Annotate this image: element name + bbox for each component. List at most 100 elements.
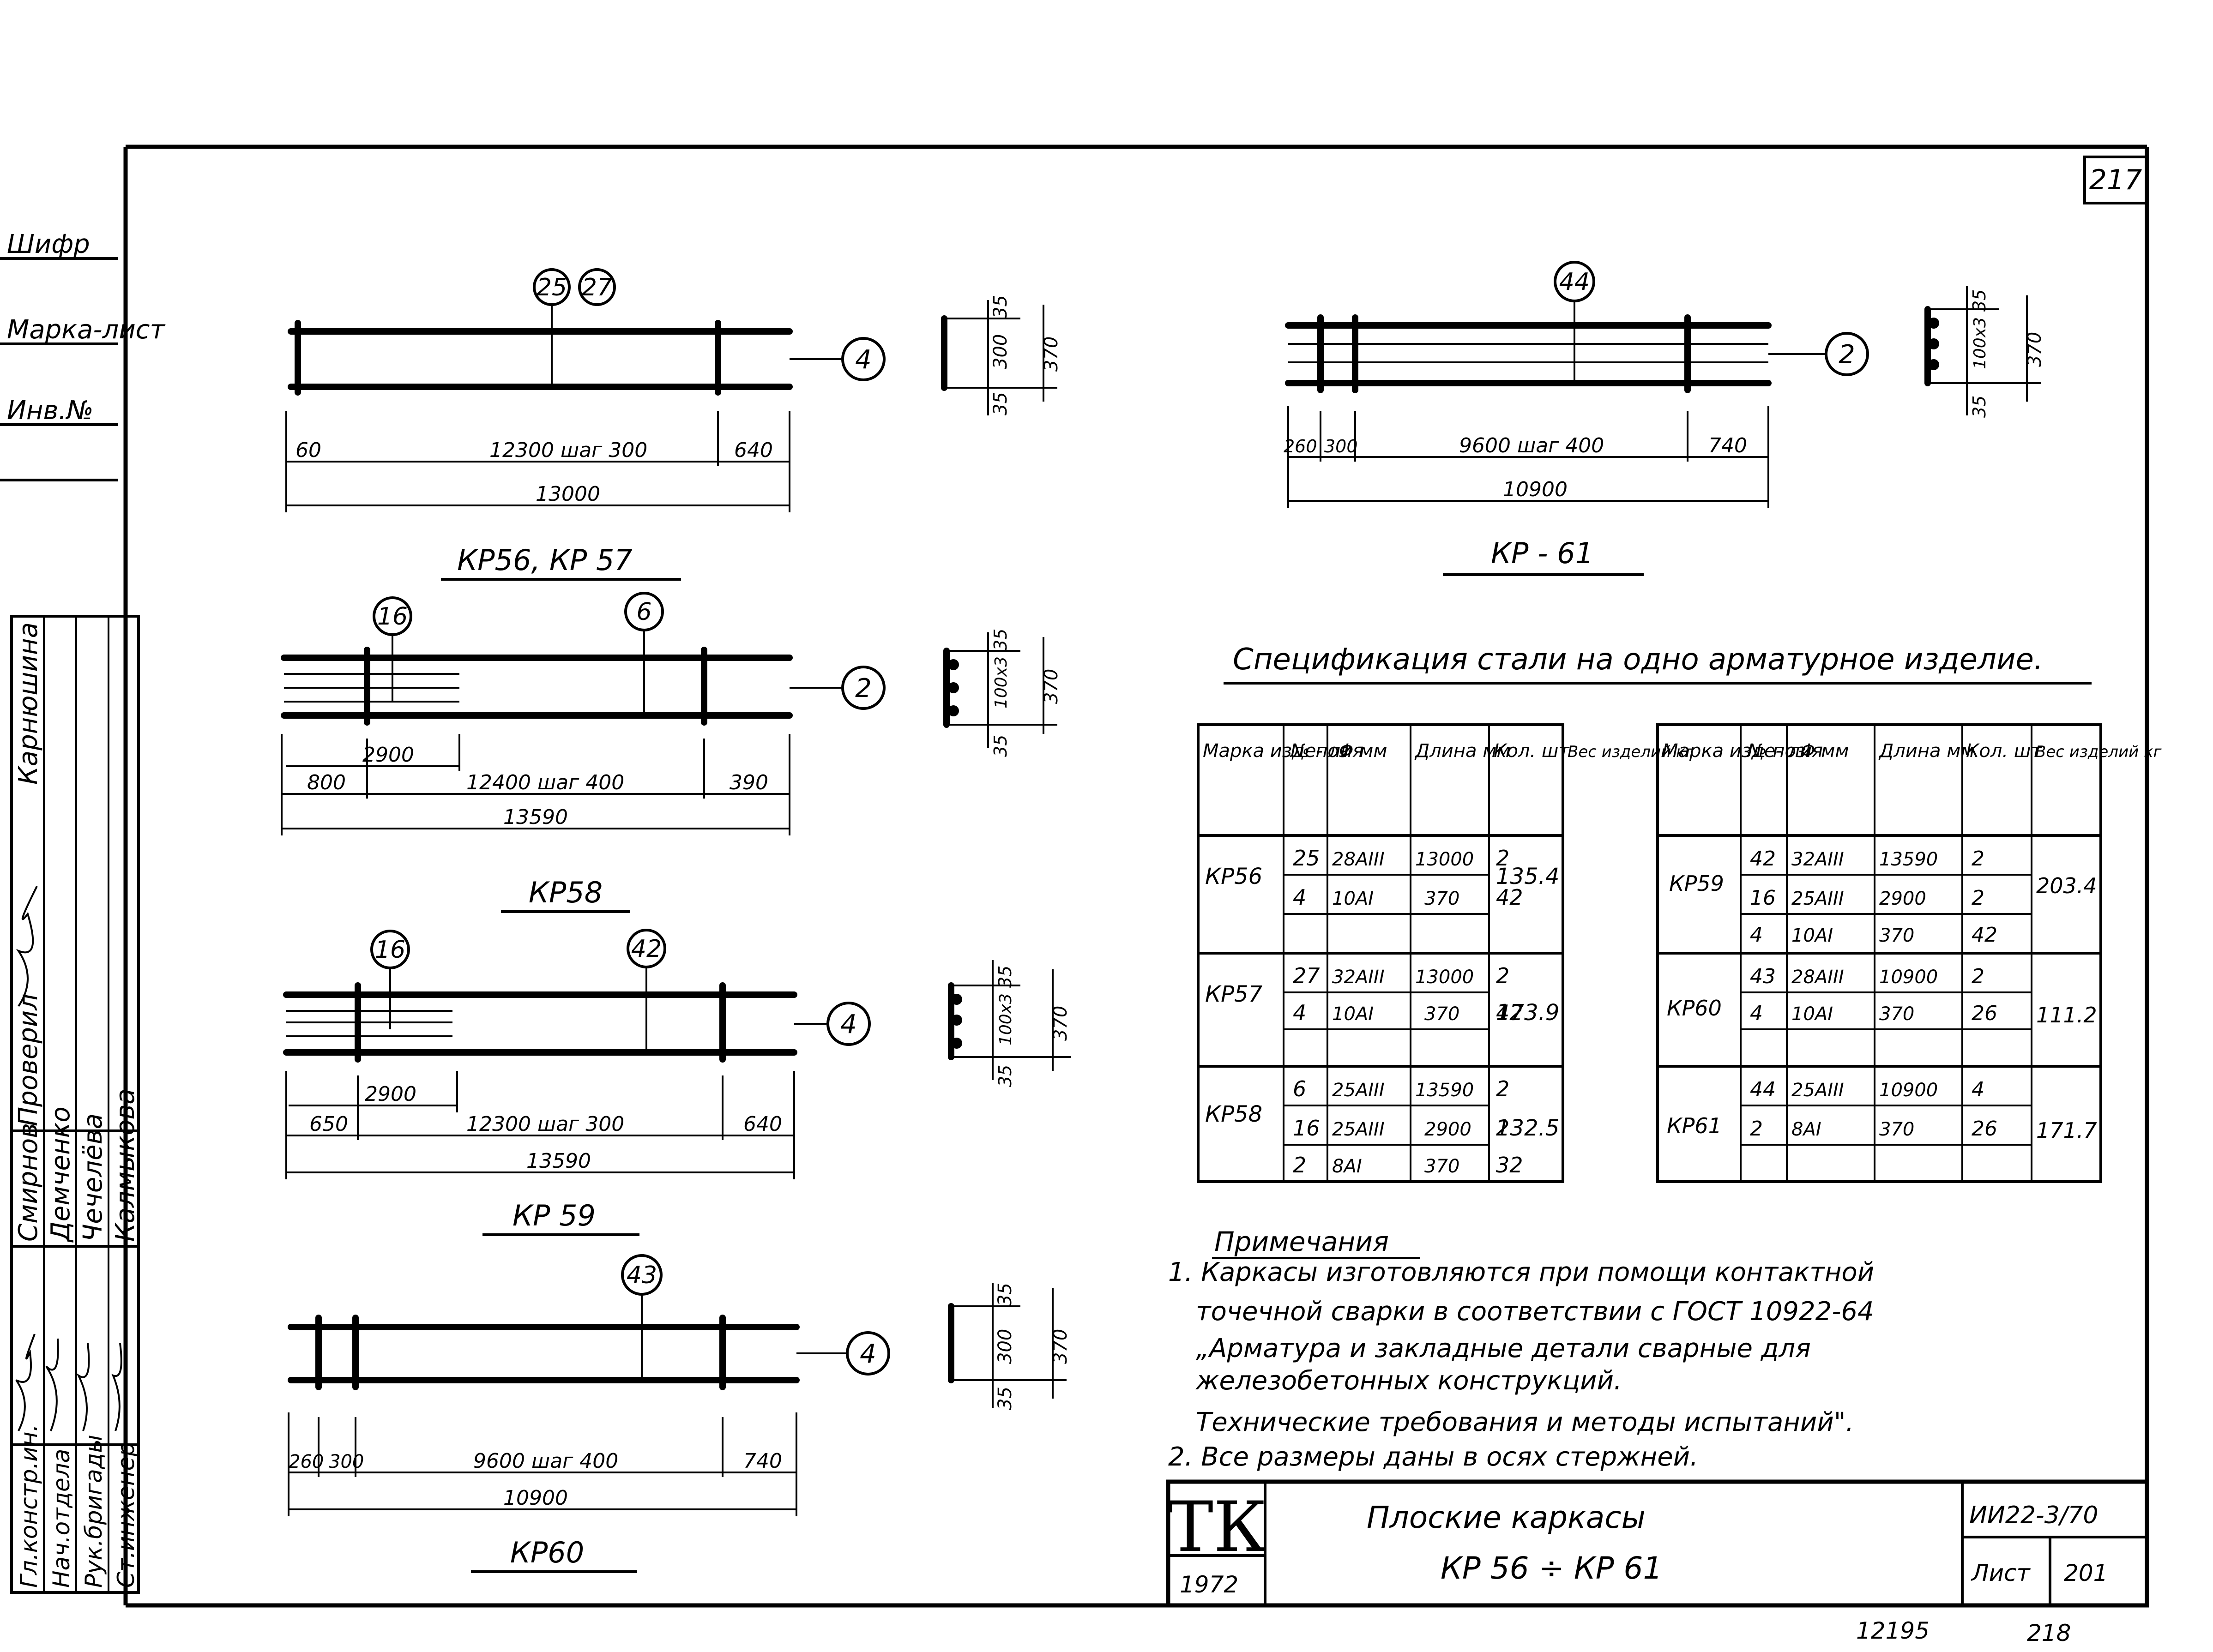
rod-position-label: 4 (860, 1339, 876, 1369)
frame-title: КР 59 (513, 1199, 596, 1232)
dimension-label: 740 (1708, 434, 1747, 457)
dimension-label: 640 (734, 439, 773, 462)
dimension-label: 800 (307, 771, 346, 794)
spec-cell: 10AI (1791, 1003, 1833, 1025)
spec-cell: 370 (1879, 1003, 1914, 1025)
spec-left-header-weight: Вес изделий кг (1568, 743, 1694, 761)
year: 1972 (1180, 1571, 1238, 1598)
position-marker (373, 596, 412, 636)
spec-cell: 370 (1424, 1156, 1459, 1177)
position-marker (1554, 261, 1595, 302)
dimension-overall: 10900 (503, 1486, 568, 1510)
stamp-name-1: Смирнов (13, 1123, 43, 1242)
spec-right-mark-1: КР59 (1669, 871, 1724, 896)
spec-right-header-mark: Марка изде- лия (1662, 740, 1823, 762)
spec-cell: 2 (1293, 1153, 1306, 1177)
spec-cell: 6 (1293, 1076, 1306, 1101)
specification: Спецификация стали на одно арматурное из… (1197, 643, 2162, 1183)
spec-cell: 16 (1750, 886, 1776, 910)
spec-cell: 2 (1972, 847, 1984, 871)
spec-cell: 25AIII (1791, 888, 1844, 909)
spec-left-weight-3: 132.5 (1496, 1115, 1559, 1141)
position-label: 25 (537, 274, 567, 301)
stamp-name-4: Калмыкова (110, 1088, 140, 1242)
stamp-role-3: Рук.бригады (80, 1435, 107, 1588)
note-line-6: 2. Все размеры даны в осях стержней. (1168, 1442, 1698, 1472)
rod-position-marker (841, 337, 886, 381)
spec-cell: 44 (1750, 1078, 1776, 1101)
spec-cell: 25AIII (1332, 1080, 1385, 1101)
note-line-1: 1. Каркасы изготовляются при помощи конт… (1168, 1257, 1874, 1287)
stamp-name-2: Демченко (46, 1106, 76, 1243)
spec-right-weight-2: 111.2 (2036, 1003, 2097, 1027)
notes: Примечания 1. Каркасы изготовляются при … (1168, 1226, 1874, 1472)
spec-right-mark-2: КР60 (1667, 996, 1722, 1021)
dimension-label: 2900 (362, 743, 414, 767)
spec-cell: 26 (1972, 1002, 1997, 1025)
stamp-label-mark-sheet: Марка-лист (7, 315, 166, 345)
dimension-label: 640 (743, 1112, 782, 1136)
dimension-label: 12300 шаг 300 (466, 1112, 624, 1136)
spec-cell: 370 (1424, 888, 1459, 909)
spec-left-weight-1: 135.4 (1496, 864, 1559, 889)
document-code: ИИ22-3/70 (1969, 1502, 2098, 1529)
dimension-overall: 10900 (1503, 478, 1568, 501)
spec-cell: 32AIII (1332, 967, 1385, 988)
dimension-label: 60 (295, 439, 321, 462)
dimension-label: 390 (730, 771, 768, 794)
dimension-label: 9600 шаг 400 (473, 1449, 618, 1473)
signature-1 (15, 1334, 36, 1431)
position-label: 43 (627, 1262, 657, 1289)
notes-heading: Примечания (1214, 1226, 1389, 1257)
left-stamp: Шифр Марка-лист Инв.№ Гл.констр.ин. Нач.… (0, 229, 166, 1594)
dimension-label: 740 (743, 1449, 782, 1473)
dimension-label: 9600 шаг 400 (1459, 434, 1604, 457)
frame-title: КР58 (529, 876, 603, 909)
spec-cell: 2900 (1879, 888, 1926, 909)
signature-3 (76, 1343, 90, 1431)
note-line-4: железобетонных конструкций. (1195, 1366, 1622, 1396)
spec-cell: 42 (1750, 847, 1776, 871)
spec-cell: 42 (1496, 1000, 1523, 1025)
position-marker (578, 268, 616, 306)
rod-position-marker (1825, 332, 1869, 376)
dimension-label: 300 (329, 1451, 364, 1472)
spec-right-header-weight: Вес изделий кг (2035, 743, 2162, 761)
footer-number-right: 218 (2027, 1620, 2071, 1646)
spec-cell: 2 (1496, 1076, 1509, 1101)
spec-cell: 2 (1496, 1116, 1509, 1141)
section-dim: 35 (995, 966, 1015, 988)
stamp-checked-name: Карнюшина (13, 622, 43, 785)
sheet-border (123, 144, 2149, 1608)
spec-right-header-length: Длина мм (1878, 740, 1975, 762)
spec-cell: 370 (1879, 925, 1914, 946)
position-label: 16 (375, 936, 405, 964)
rod-position-marker (846, 1331, 890, 1376)
dimension-label: 260 (289, 1451, 324, 1472)
spec-cell: 28AIII (1332, 849, 1385, 870)
spec-cell: 2 (1972, 965, 1984, 988)
section-dim: 35 (990, 392, 1011, 415)
section-dim: 370 (1050, 1329, 1071, 1364)
spec-cell: 27 (1293, 963, 1320, 988)
spec-cell: 4 (1293, 1000, 1306, 1025)
section-dim: 35 (995, 1283, 1016, 1306)
position-marker (627, 929, 666, 968)
title-line-2: КР 56 ÷ КР 61 (1441, 1550, 1663, 1586)
section-dim: 35 (995, 1387, 1016, 1410)
spec-left-header-pos: № поз (1290, 740, 1349, 762)
spec-cell: 42 (1496, 885, 1523, 910)
dimension-label: 300 (1324, 436, 1358, 457)
spec-right-mark-3: КР61 (1667, 1113, 1722, 1138)
dimension-label: 650 (309, 1112, 348, 1136)
note-line-2: точечной сварки в соответствии с ГОСТ 10… (1196, 1297, 1874, 1327)
spec-cell: 13000 (1415, 849, 1474, 870)
spec-cell: 8AI (1332, 1156, 1362, 1177)
spec-table-right: Марка изде- лия № поз Φ мм Длина мм Кол.… (1656, 723, 2162, 1183)
section-dim: 35 (1969, 396, 1990, 418)
section-dim: 370 (1041, 336, 1062, 372)
spec-cell: 4 (1750, 1002, 1763, 1025)
position-marker (533, 268, 571, 306)
spec-cell: 25 (1293, 846, 1320, 871)
